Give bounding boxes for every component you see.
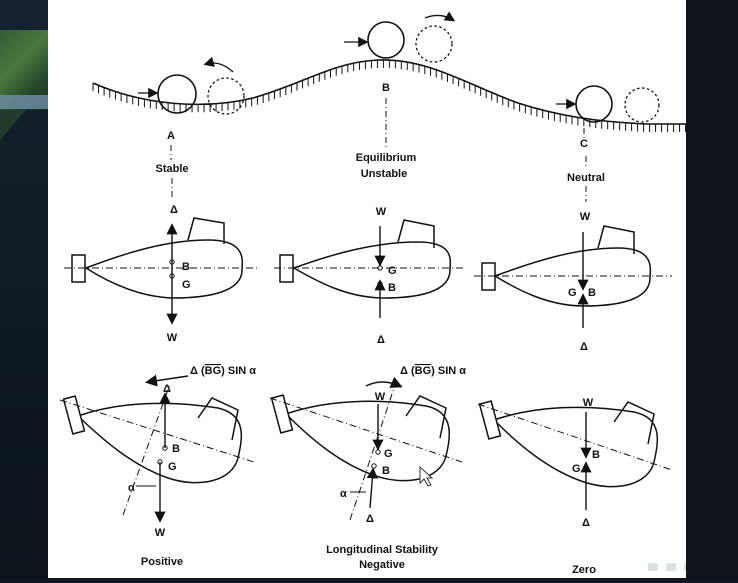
delta-label-stable: Δ [170,204,178,216]
submarine-zero [477,400,673,510]
g-label-positive: G [168,461,177,473]
delta-label-positive: Δ [163,383,171,395]
b-label-stable: B [182,261,190,273]
delta-label-negative: Δ [366,513,374,525]
caption-positive: Positive [141,556,183,568]
submarine-positive [59,374,255,523]
state-label-neutral: Neutral [567,172,605,184]
delta-label-neutral: Δ [580,341,588,353]
b-label-negative: B [382,465,390,477]
ball-neutral [556,85,660,123]
wavy-surface [92,59,686,125]
w-label-positive: W [155,527,166,539]
w-label-zero: W [583,397,594,409]
w-label-unstable: W [376,206,387,218]
background-stripe [0,95,48,109]
w-label-neutral: W [580,211,591,223]
background-panel-right [686,0,738,578]
caption-negative: Negative [359,559,405,571]
caption-longitudinal-stability: Longitudinal Stability [326,544,439,556]
b-label-positive: B [172,443,180,455]
g-label-unstable: G [388,265,397,277]
g-label-zero: G [572,463,581,475]
ball-unstable [344,11,456,63]
g-label-negative: G [384,448,393,460]
pen-icon[interactable] [666,563,676,571]
b-label-neutral: B [588,287,596,299]
background-panel-left [0,0,48,578]
b-label-unstable: B [388,282,396,294]
surface-hatching [92,59,687,132]
stability-diagram: A Stable B Equilibrium Unstable C Neutra… [59,11,687,576]
connector-lines [170,98,587,202]
state-label-unstable: Unstable [361,168,407,180]
state-label-equilibrium: Equilibrium [356,152,417,164]
position-letter-b: B [382,82,390,94]
mouse-cursor-icon [419,465,434,487]
g-label-stable: G [182,279,191,291]
moment-formula-negative: Δ (BG) SIN α [400,365,466,377]
w-label-stable: W [167,332,178,344]
w-label-negative: W [375,391,386,403]
delta-label-unstable: Δ [377,334,385,346]
submarine-stable [64,217,258,325]
submarine-unstable [274,219,466,318]
moment-formula-positive: Δ (BG) SIN α [190,365,256,377]
alpha-label-negative: α [340,488,347,500]
submarine-negative [269,376,463,521]
position-letter-a: A [167,130,175,142]
prev-slide-icon[interactable] [648,563,658,571]
diagram-sheet: A Stable B Equilibrium Unstable C Neutra… [48,0,712,578]
g-label-neutral: G [568,287,577,299]
position-letter-c: C [580,138,588,150]
submarine-neutral [474,225,672,328]
delta-label-zero: Δ [582,517,590,529]
ball-stable [138,56,245,115]
b-label-zero: B [592,449,600,461]
alpha-label-positive: α [128,482,135,494]
background-wedge [0,110,26,140]
caption-zero: Zero [572,564,596,576]
state-label-stable: Stable [155,163,188,175]
